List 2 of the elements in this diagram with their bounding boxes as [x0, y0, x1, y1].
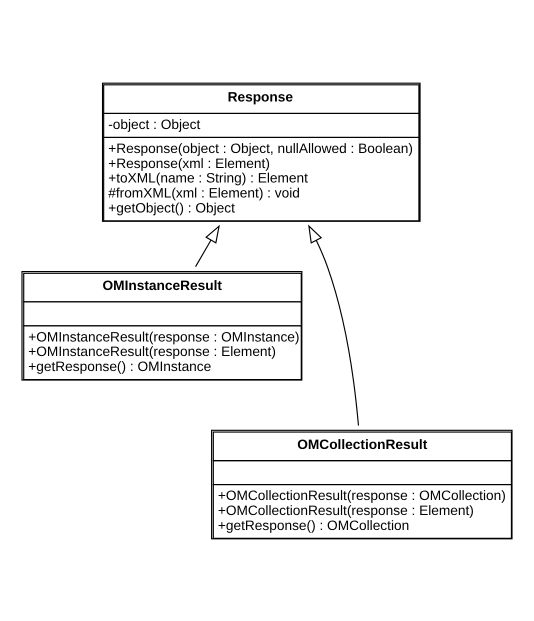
arrow [195, 224, 220, 266]
arrow [308, 224, 360, 426]
